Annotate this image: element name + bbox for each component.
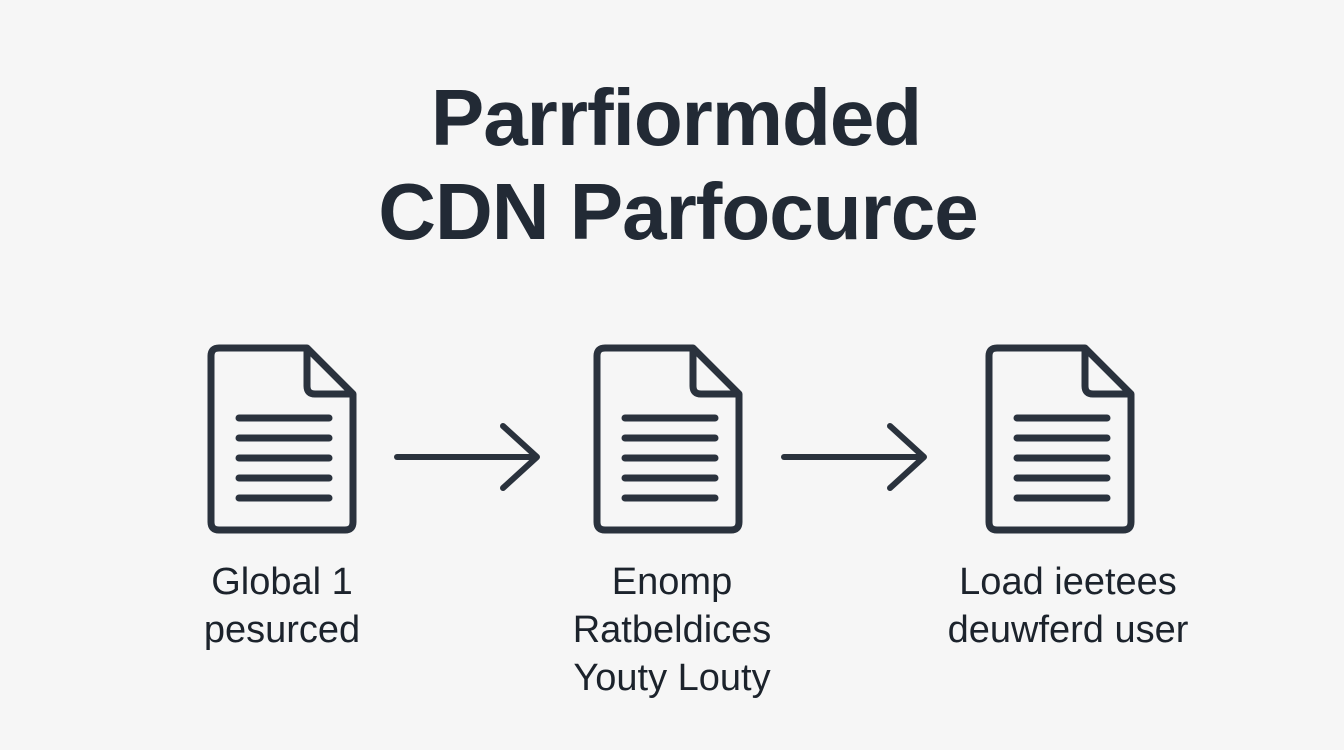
caption-line: Global 1 (211, 561, 353, 603)
caption-line: Youty Louty (573, 657, 771, 699)
arrow-right-icon (781, 423, 927, 491)
document-icon (985, 344, 1135, 534)
caption-line: Enomp (611, 561, 733, 603)
step-caption-global: Global 1 pesurced (117, 558, 447, 654)
diagram-title-line-1: Parrfiormded (430, 73, 922, 162)
step-caption-load: Load ieetees deuwferd user (903, 558, 1233, 654)
step-caption-enomp: Enomp Ratbeldices Youty Louty (507, 558, 837, 702)
caption-line: deuwferd user (947, 609, 1189, 651)
caption-line: pesurced (203, 609, 361, 651)
caption-line: Ratbeldices (572, 609, 772, 651)
document-icon (207, 344, 357, 534)
arrow-right-icon (394, 423, 540, 491)
document-icon (593, 344, 743, 534)
diagram-title-line-2: CDN Parfocurce (378, 167, 979, 256)
caption-line: Load ieetees (959, 561, 1177, 603)
